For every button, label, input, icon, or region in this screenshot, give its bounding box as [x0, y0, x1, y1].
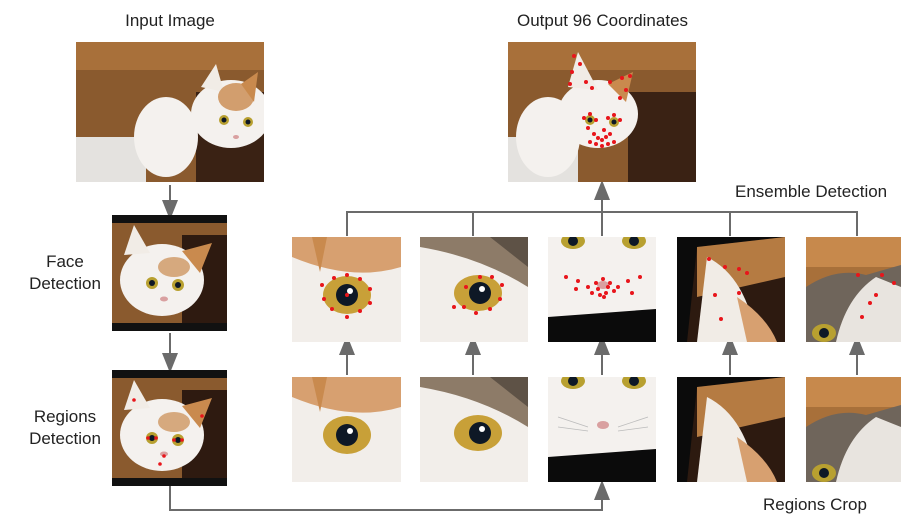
ensemble-right-ear	[806, 237, 901, 342]
ensemble-bracket	[346, 211, 858, 236]
face-detection-line1: Face	[46, 252, 84, 271]
ensemble-left-ear	[677, 237, 785, 342]
arrow-regions-to-crop	[169, 480, 610, 511]
ensemble-left-eye	[292, 237, 401, 342]
crop-left-eye	[292, 377, 401, 482]
regions-detection-image	[112, 370, 227, 486]
crop-nose-mouth	[548, 377, 656, 482]
face-detection-image	[112, 215, 227, 331]
output-coordinates-image	[508, 42, 696, 182]
face-detection-line2: Detection	[29, 274, 101, 293]
output-coordinates-label: Output 96 Coordinates	[516, 11, 689, 30]
regions-detection-line1: Regions	[33, 407, 97, 426]
input-image-label: Input Image	[125, 11, 215, 30]
ensemble-nose-mouth	[548, 237, 656, 342]
ensemble-right-eye	[420, 237, 528, 342]
crop-right-eye	[420, 377, 528, 482]
regions-detection-label: Regions Detection	[20, 406, 110, 450]
input-image	[76, 42, 264, 182]
ensemble-detection-label: Ensemble Detection	[735, 182, 888, 201]
regions-crop-label: Regions Crop	[763, 495, 867, 514]
regions-detection-line2: Detection	[29, 429, 101, 448]
crop-left-ear	[677, 377, 785, 482]
crop-right-ear	[806, 377, 901, 482]
face-detection-label: Face Detection	[20, 251, 110, 295]
